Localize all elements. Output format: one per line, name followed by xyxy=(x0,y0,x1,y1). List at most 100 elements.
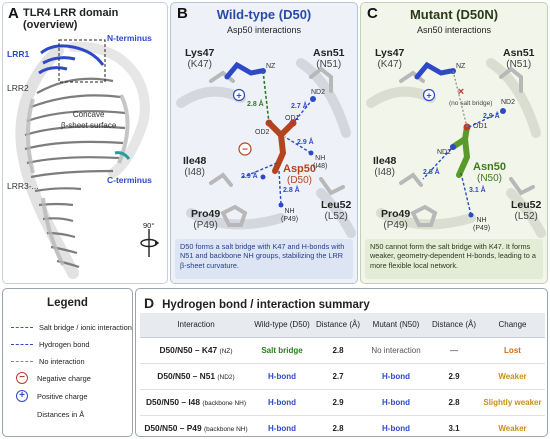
svg-text:+: + xyxy=(426,91,431,101)
legend-item-no-interaction: No interaction xyxy=(11,355,85,367)
atom-od1: OD1 xyxy=(285,115,300,122)
atom-nh-p49: NH(P49) xyxy=(281,208,299,223)
cell-mut-distance: 2.9 xyxy=(428,363,480,390)
distance-i48-mutant: 2.8 Å xyxy=(423,169,440,176)
atom-od1-mutant: OD1 xyxy=(473,123,488,130)
cell-mut: H-bond xyxy=(364,363,428,390)
cell-mut-distance: 2.8 xyxy=(428,389,480,416)
zoom-selection-box xyxy=(58,39,106,83)
asn50-sidechain xyxy=(450,124,471,178)
cell-change: Lost xyxy=(480,337,545,364)
panel-b-subtitle: Asp50 interactions xyxy=(226,25,302,35)
table-row: D50/N50 – I48 (backbone NH) H-bond 2.9 H… xyxy=(140,389,545,416)
cell-wt: Salt bridge xyxy=(252,337,312,364)
mutant-interaction-diagram: × + xyxy=(366,58,546,238)
distance-n51: 2.7 Å xyxy=(291,103,308,110)
cell-mut: H-bond xyxy=(364,415,428,436)
atom-nd2-mutant: ND2 xyxy=(501,99,516,106)
cell-wt-distance: 2.8 xyxy=(312,337,364,364)
n-terminus-label: N-terminus xyxy=(107,33,152,43)
distance-n51-mutant: 2.9 Å xyxy=(483,113,500,120)
rotation-label: 90° xyxy=(143,221,155,230)
residue-asn50: Asn50(N50) xyxy=(473,161,507,184)
cell-wt-distance: 2.9 xyxy=(312,389,364,416)
cell-interaction: D50/N50 – P49 (backbone NH) xyxy=(140,415,252,436)
panel-c-letter: C xyxy=(367,5,378,22)
residue-asn51: Asn51(N51) xyxy=(313,47,345,70)
table-header-row: Interaction Wild-type (D50) Distance (Å)… xyxy=(140,313,545,338)
legend-item-negative: − Negative charge xyxy=(11,372,91,384)
header-mut-distance: Distance (Å) xyxy=(428,313,480,338)
header-interaction: Interaction xyxy=(140,313,252,338)
panel-c-title: Mutant (D50N) xyxy=(409,7,499,22)
svg-text:−: − xyxy=(242,145,248,156)
legend-item-distances: Distances in Å xyxy=(37,409,85,419)
cell-wt-distance: 2.7 xyxy=(312,363,364,390)
legend-item-positive: + Positive charge xyxy=(11,390,88,402)
cell-wt-distance: 2.8 xyxy=(312,415,364,436)
negative-charge-icon: − xyxy=(16,372,28,384)
table-row: D50/N50 – K47 (NZ) Salt bridge 2.8 No in… xyxy=(140,337,545,364)
cell-wt: H-bond xyxy=(252,415,312,436)
residue-leu52-mutant: Leu52(L52) xyxy=(511,199,542,222)
panel-b-caption: D50 forms a salt bridge with K47 and H-b… xyxy=(175,239,353,279)
positive-charge-icon: + xyxy=(16,390,28,402)
atom-nz: NZ xyxy=(266,63,276,70)
distance-i48-backbone: 2.9 Å xyxy=(297,139,314,146)
hbond-line-icon xyxy=(11,343,33,345)
distance-p49-mutant: 3.1 Å xyxy=(469,187,486,194)
cell-mut: No interaction xyxy=(364,337,428,364)
cell-interaction: D50/N50 – I48 (backbone NH) xyxy=(140,389,252,416)
header-wild-type: Wild-type (D50) xyxy=(252,313,312,338)
no-salt-bridge-label: (no salt bridge) xyxy=(449,100,493,107)
lrr-structure-illustration xyxy=(15,39,160,279)
cell-interaction: D50/N50 – N51 (ND2) xyxy=(140,363,252,390)
svg-text:+: + xyxy=(236,91,241,101)
cell-change: Slightly weaker xyxy=(480,389,545,416)
panel-b-letter: B xyxy=(177,5,188,22)
atom-nd2: ND2 xyxy=(311,89,326,96)
table-row: D50/N50 – P49 (backbone NH) H-bond 2.8 H… xyxy=(140,415,545,436)
c-terminus-label: C-terminus xyxy=(107,175,152,185)
cell-wt: H-bond xyxy=(252,363,312,390)
distance-i48: 2.9 Å xyxy=(241,173,258,180)
panel-c-mutant: C Mutant (D50N) Asn50 interactions xyxy=(360,2,548,284)
legend-panel: Legend Salt bridge / ionic interaction H… xyxy=(2,288,133,437)
residue-asn51-mutant: Asn51(N51) xyxy=(503,47,535,70)
distance-k47: 2.8 Å xyxy=(247,101,264,108)
residue-lys47-mutant: Lys47(K47) xyxy=(375,47,405,70)
no-interaction-line-icon xyxy=(11,360,33,362)
salt-bridge-line-icon xyxy=(11,326,33,328)
rotation-icon xyxy=(140,229,160,257)
panel-a-title: TLR4 LRR domain (overview) xyxy=(23,7,119,31)
atom-nh-i48: NH(I48) xyxy=(313,155,328,170)
lrr2-label: LRR2 xyxy=(7,83,29,93)
cell-interaction: D50/N50 – K47 (NZ) xyxy=(140,337,252,364)
residue-pro49-mutant: Pro49(P49) xyxy=(381,208,411,231)
cell-change: Weaker xyxy=(480,415,545,436)
residue-ile48-mutant: Ile48(I48) xyxy=(373,155,397,178)
residue-asp50: Asp50(D50) xyxy=(283,163,317,186)
table-row: D50/N50 – N51 (ND2) H-bond 2.7 H-bond 2.… xyxy=(140,363,545,390)
panel-c-caption: N50 cannot form the salt bridge with K47… xyxy=(365,239,543,279)
cell-mut: H-bond xyxy=(364,389,428,416)
lrr1-label: LRR1 xyxy=(7,49,30,59)
cell-change: Weaker xyxy=(480,363,545,390)
residue-pro49: Pro49(P49) xyxy=(191,208,221,231)
cell-mut-distance: — xyxy=(428,337,480,364)
header-change: Change xyxy=(480,313,545,338)
atom-od2: OD2 xyxy=(255,129,270,136)
legend-item-hbond: Hydrogen bond xyxy=(11,338,90,350)
atom-nz-mutant: NZ xyxy=(456,63,466,70)
atom-nd2-asn50: ND2 xyxy=(437,149,452,156)
concave-surface-label: Concave β-sheet surface xyxy=(61,110,117,130)
header-mutant: Mutant (N50) xyxy=(364,313,428,338)
atom-nh-mutant: NH(P49) xyxy=(473,217,491,232)
residue-leu52: Leu52(L52) xyxy=(321,199,352,222)
panel-b-wild-type: B Wild-type (D50) Asp50 interactions xyxy=(170,2,358,284)
lost-interaction-icon: × xyxy=(458,86,464,98)
wild-type-interaction-diagram: + − xyxy=(176,58,356,238)
residue-ile48: Ile48(I48) xyxy=(183,155,207,178)
